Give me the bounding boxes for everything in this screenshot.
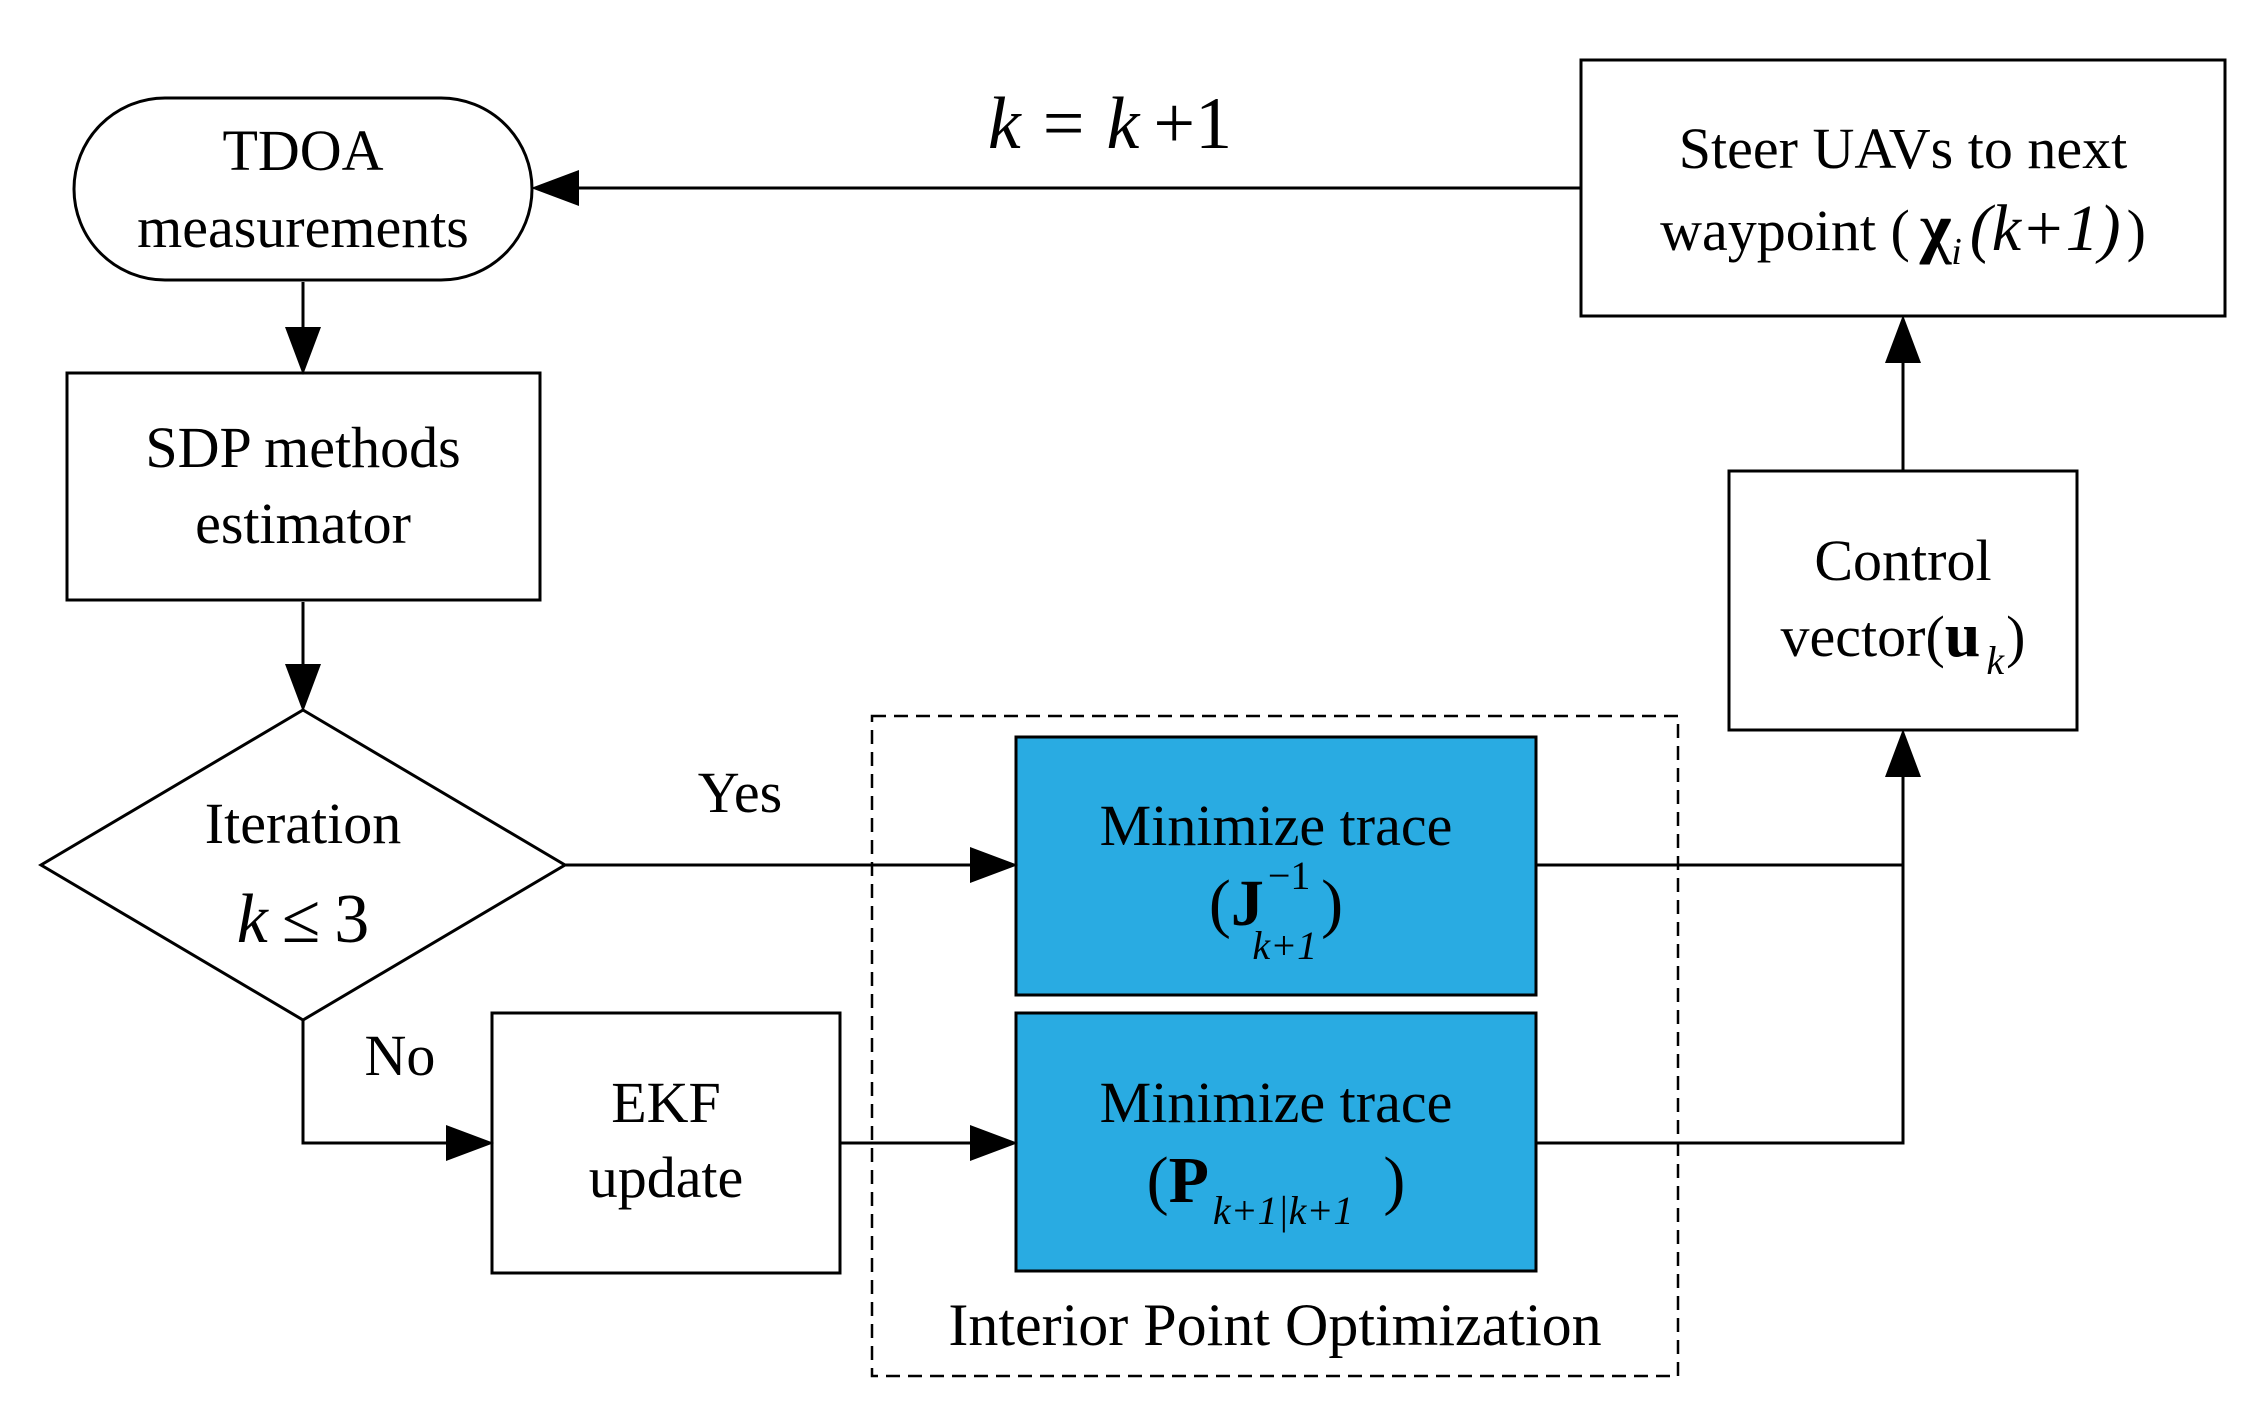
steer-uavs-label: Steer UAVs to next xyxy=(1679,116,2127,181)
interior-point-group xyxy=(870,714,1680,1378)
ekf-label: EKF xyxy=(611,1070,721,1135)
minimize-trace-p-node xyxy=(1014,1011,1538,1273)
ekf-label-2: update xyxy=(589,1145,744,1210)
tdoa-label: TDOA xyxy=(222,118,383,183)
interior-point-label: Interior Point Optimization xyxy=(948,1292,1601,1358)
no-label: No xyxy=(365,1023,436,1088)
tdoa-label-2: measurements xyxy=(137,195,469,260)
iteration-decision xyxy=(38,708,568,1022)
sdp-node xyxy=(65,371,542,602)
edge-no xyxy=(301,1020,494,1161)
control-vector-label: Control xyxy=(1814,528,1991,593)
yes-label: Yes xyxy=(698,760,782,825)
iteration-condition: k≤3 xyxy=(237,881,370,958)
iteration-label: Iteration xyxy=(205,791,401,856)
steer-uavs-expr: waypoint (χi(k+1)) xyxy=(1660,189,2146,273)
sdp-label-2: estimator xyxy=(195,491,411,556)
sdp-label: SDP methods xyxy=(145,415,460,480)
control-vector-node xyxy=(1727,469,2079,732)
minimize-trace-j-label: Minimize trace xyxy=(1100,793,1453,858)
connectors xyxy=(285,170,1921,1161)
steer-uavs-node xyxy=(1579,58,2227,318)
loop-increment-label: k=k+1 xyxy=(988,83,1232,165)
minimize-trace-p-label: Minimize trace xyxy=(1100,1070,1453,1135)
minimize-trace-j-node xyxy=(1014,735,1538,997)
edge-min-p-out xyxy=(1536,865,1905,1145)
ekf-node xyxy=(490,1011,842,1275)
